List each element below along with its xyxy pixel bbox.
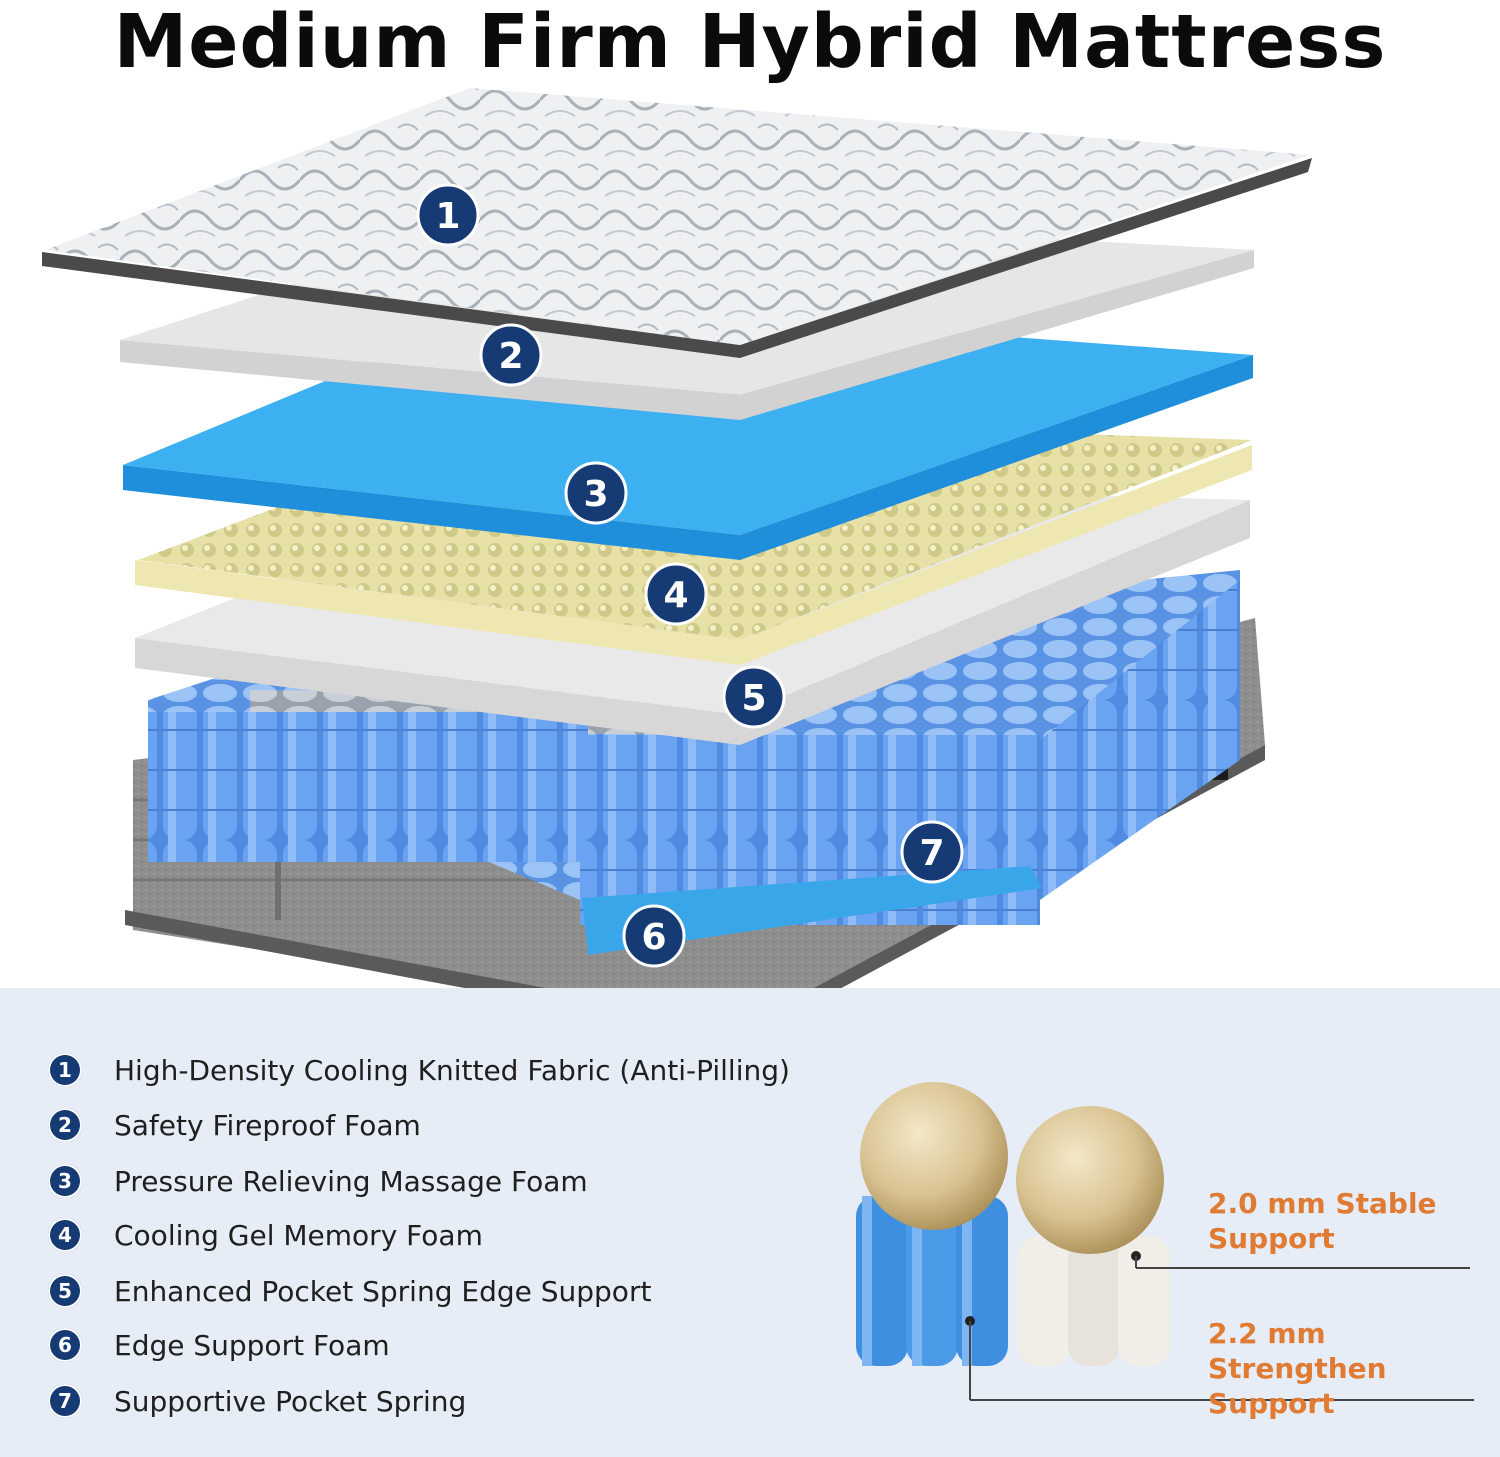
stable-support-line2: Support — [1208, 1221, 1437, 1256]
diagram-badge-4: 4 — [646, 564, 706, 624]
svg-text:1: 1 — [435, 196, 460, 237]
ball-large — [860, 1082, 1008, 1230]
legend-badge: 3 — [48, 1164, 82, 1198]
legend-badge: 4 — [48, 1218, 82, 1252]
white-spring-coils — [1018, 1236, 1170, 1366]
legend-label: Enhanced Pocket Spring Edge Support — [114, 1275, 651, 1308]
legend-badge: 2 — [48, 1108, 82, 1142]
legend-label: Cooling Gel Memory Foam — [114, 1219, 483, 1252]
legend-label: High-Density Cooling Knitted Fabric (Ant… — [114, 1054, 790, 1087]
page-title: Medium Firm Hybrid Mattress — [0, 2, 1500, 82]
svg-text:3: 3 — [583, 474, 608, 515]
svg-text:2: 2 — [498, 336, 523, 377]
diagram-badge-2: 2 — [481, 325, 541, 385]
diagram-badge-6: 6 — [624, 906, 684, 966]
legend-item: 3 Pressure Relieving Massage Foam — [48, 1161, 588, 1201]
legend-badge: 7 — [48, 1384, 82, 1418]
diagram-badge-7: 7 — [902, 822, 962, 882]
strengthen-support-line1: 2.2 mm Strengthen — [1208, 1316, 1500, 1386]
legend-item: 4 Cooling Gel Memory Foam — [48, 1215, 483, 1255]
legend-item: 2 Safety Fireproof Foam — [48, 1105, 421, 1145]
ball-small — [1016, 1106, 1164, 1254]
legend-badge: 5 — [48, 1274, 82, 1308]
legend-label: Pressure Relieving Massage Foam — [114, 1165, 588, 1198]
legend-item: 1 High-Density Cooling Knitted Fabric (A… — [48, 1050, 790, 1090]
svg-text:7: 7 — [919, 833, 944, 874]
legend-label: Safety Fireproof Foam — [114, 1109, 421, 1142]
diagram-badge-3: 3 — [566, 463, 626, 523]
stable-support-label: 2.0 mm Stable Support — [1208, 1186, 1437, 1256]
legend-panel: 1 High-Density Cooling Knitted Fabric (A… — [0, 988, 1500, 1457]
svg-text:6: 6 — [641, 917, 666, 958]
stable-support-line1: 2.0 mm Stable — [1208, 1186, 1437, 1221]
legend-item: 7 Supportive Pocket Spring — [48, 1381, 466, 1421]
legend-badge: 1 — [48, 1053, 82, 1087]
legend-label: Edge Support Foam — [114, 1329, 390, 1362]
svg-text:5: 5 — [741, 678, 766, 719]
legend-label: Supportive Pocket Spring — [114, 1385, 466, 1418]
diagram-badge-1: 1 — [418, 185, 478, 245]
legend-item: 6 Edge Support Foam — [48, 1325, 390, 1365]
legend-badge: 6 — [48, 1328, 82, 1362]
strengthen-support-label: 2.2 mm Strengthen Support — [1208, 1316, 1500, 1421]
legend-item: 5 Enhanced Pocket Spring Edge Support — [48, 1271, 651, 1311]
diagram-badge-5: 5 — [724, 667, 784, 727]
strengthen-support-line2: Support — [1208, 1386, 1500, 1421]
svg-text:4: 4 — [663, 575, 688, 616]
